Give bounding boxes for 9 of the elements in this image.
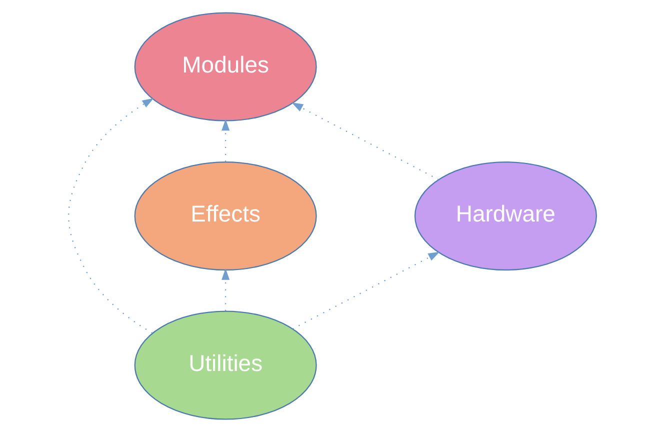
node-ellipse: Hardware — [414, 161, 596, 271]
node-ellipse: Modules — [134, 12, 316, 122]
arrow — [291, 102, 438, 180]
arrow — [292, 252, 440, 330]
node-ellipse: Utilities — [134, 310, 316, 420]
arrow — [68, 98, 154, 334]
arrow — [221, 268, 230, 312]
node-ellipse: Effects — [134, 161, 316, 271]
arrow — [221, 119, 230, 162]
